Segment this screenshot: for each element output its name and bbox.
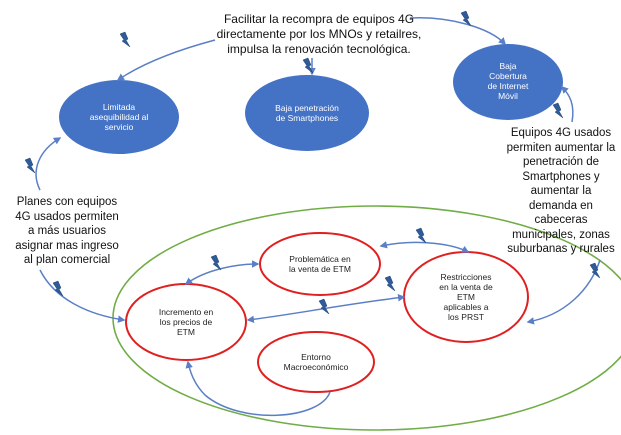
label-line: Baja penetración: [275, 103, 339, 113]
label-line: Problemática en: [289, 254, 351, 264]
label-line: Móvil: [498, 91, 518, 101]
label-line: ETM: [457, 292, 475, 302]
label-restricciones-venta: Restricciones en la venta de ETM aplicab…: [421, 272, 511, 322]
label-entorno-macroeconomico: Entorno Macroeconómico: [266, 352, 366, 372]
arrow-top-to-asequibilidad: [116, 39, 216, 81]
label-line: de Smartphones: [275, 113, 339, 123]
left-note-line: a más usuarios: [28, 225, 106, 237]
node-entorno-macroeconomico: [257, 331, 375, 393]
left-note-line: asignar mas ingreso: [15, 239, 119, 252]
label-line: la venta de ETM: [289, 264, 351, 274]
label-baja-penetracion: Baja penetración de Smartphones: [252, 103, 362, 123]
label-line: ETM: [177, 327, 195, 337]
label-line: Cobertura: [489, 71, 527, 81]
lightning-bolt-icon: [119, 31, 131, 48]
label-line: aplicables a: [443, 302, 489, 312]
label-line: Limitada: [102, 102, 136, 112]
arrow-restricciones-incremento: [246, 294, 406, 324]
label-line: los PRST: [448, 312, 484, 322]
arrow-top-to-cobertura: [409, 17, 507, 46]
right-note-line: suburbanas y rurales: [507, 243, 615, 255]
arrow-problematica-restricciones: [379, 241, 470, 253]
label-baja-cobertura: Baja Cobertura de Internet Móvil: [463, 61, 553, 101]
label-line: en la venta de: [439, 282, 493, 292]
lightning-bolt-icon: [384, 275, 396, 292]
lightning-bolt-icon: [210, 254, 222, 271]
label-problematica-venta: Problemática en la venta de ETM: [270, 254, 370, 274]
right-note-line: penetración de: [522, 156, 600, 168]
right-note-line: aumentar la: [530, 185, 592, 197]
top-note-line: impulsa la renovación tecnológica.: [227, 42, 411, 56]
right-note-line: municipales, zonas: [512, 228, 610, 241]
left-note: Planes con equipos 4G usados permiten a …: [4, 195, 130, 268]
arrow-incremento-problematica: [184, 260, 260, 285]
left-note-line: al plan comercial: [23, 254, 111, 266]
lightning-bolt-icon: [552, 102, 564, 119]
arrow-left-note-to-incremento: [39, 269, 126, 323]
right-note-line: permiten aumentar la: [506, 141, 616, 154]
lightning-bolt-icon: [415, 227, 427, 244]
node-baja-penetracion: [245, 75, 369, 151]
label-line: Macroeconómico: [283, 362, 349, 372]
right-note-line: cabeceras: [534, 214, 588, 226]
label-line: Entorno: [301, 352, 331, 362]
top-note: Facilitar la recompra de equipos 4G dire…: [188, 12, 450, 57]
right-note-line: Equipos 4G usados: [510, 127, 612, 139]
arrow-entorno-incremento: [185, 360, 331, 417]
lightning-bolt-icon: [24, 157, 36, 174]
right-note-line: Smartphones y: [522, 170, 600, 183]
top-note-line: directamente por los MNOs y retailres,: [216, 27, 422, 41]
node-limitada-asequibilidad: [59, 80, 179, 154]
label-line: servicio: [104, 122, 134, 132]
label-line: de Internet: [487, 81, 529, 91]
top-note-line: Facilitar la recompra de equipos 4G: [223, 12, 415, 26]
label-limitada-asequibilidad: Limitada asequibilidad al servicio: [69, 102, 169, 132]
arrow-right-to-restricciones: [526, 259, 601, 325]
label-line: Incremento en: [158, 307, 214, 317]
label-line: asequibilidad al: [89, 112, 149, 122]
arrow-right-note-to-cobertura: [560, 85, 574, 123]
lightning-bolt-icon: [318, 298, 330, 315]
label-line: Baja: [499, 61, 517, 71]
arrow-left-note-to-asequibilidad: [35, 137, 62, 191]
left-note-line: Planes con equipos: [16, 196, 118, 208]
label-line: Restricciones: [440, 272, 492, 282]
label-line: los precios de: [159, 317, 213, 327]
left-note-line: 4G usados permiten: [15, 210, 119, 223]
label-incremento-precios: Incremento en los precios de ETM: [141, 307, 231, 337]
node-baja-cobertura: [453, 44, 563, 120]
right-note: Equipos 4G usados permiten aumentar la p…: [502, 126, 620, 257]
right-note-line: demanda en: [529, 199, 593, 212]
